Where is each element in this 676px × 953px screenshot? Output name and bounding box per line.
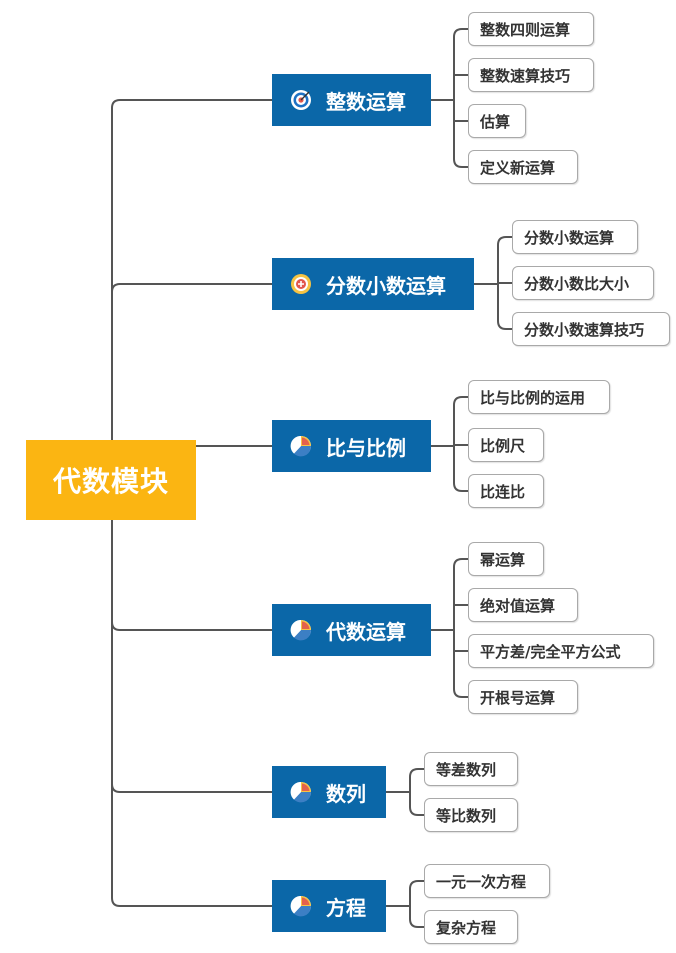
connector-line (409, 880, 424, 890)
branch-ratio-proportion[interactable]: 比与比例 (272, 420, 431, 472)
root-node[interactable]: 代数模块 (26, 440, 196, 520)
leaf-arithmetic-sequence[interactable]: 等差数列 (424, 752, 518, 786)
connector-line (497, 320, 512, 330)
leaf-complex-equation[interactable]: 复杂方程 (424, 910, 518, 944)
connector-line (111, 897, 272, 907)
connector-line (111, 99, 272, 109)
connector-line (497, 236, 512, 246)
leaf-label: 比连比 (480, 482, 526, 501)
pie-chart-icon (290, 895, 312, 917)
branch-fraction-decimal-ops[interactable]: 分数小数运算 (272, 258, 474, 310)
target-icon (290, 89, 312, 111)
leaf-integer-mental-math[interactable]: 整数速算技巧 (468, 58, 594, 92)
leaf-label: 估算 (480, 112, 511, 131)
connector-line (453, 158, 468, 168)
leaf-label: 整数速算技巧 (480, 66, 571, 85)
leaf-integer-arithmetic[interactable]: 整数四则运算 (468, 12, 594, 46)
connector-line (453, 482, 468, 492)
connector-line (111, 621, 272, 631)
branch-label: 分数小数运算 (326, 273, 446, 298)
leaf-linear-equation[interactable]: 一元一次方程 (424, 864, 550, 898)
leaf-fraction-decimal-ops[interactable]: 分数小数运算 (512, 220, 638, 254)
leaf-ratio-application[interactable]: 比与比例的运用 (468, 380, 610, 414)
leaf-geometric-sequence[interactable]: 等比数列 (424, 798, 518, 832)
branch-integer-ops[interactable]: 整数运算 (272, 74, 431, 126)
connector-line (111, 783, 272, 793)
connector-line (453, 396, 468, 406)
leaf-label: 平方差/完全平方公式 (480, 642, 621, 661)
leaf-label: 等比数列 (436, 806, 497, 825)
leaf-continued-ratio[interactable]: 比连比 (468, 474, 544, 508)
leaf-square-formulas[interactable]: 平方差/完全平方公式 (468, 634, 654, 668)
leaf-fraction-decimal-mental-math[interactable]: 分数小数速算技巧 (512, 312, 670, 346)
connector-line (409, 806, 424, 816)
leaf-scale[interactable]: 比例尺 (468, 428, 544, 462)
root-label: 代数模块 (52, 465, 169, 498)
leaf-root-ops[interactable]: 开根号运算 (468, 680, 578, 714)
badge-icon (290, 273, 312, 295)
branch-algebra-ops[interactable]: 代数运算 (272, 604, 431, 656)
branch-label: 比与比例 (326, 435, 406, 460)
leaf-label: 绝对值运算 (480, 596, 556, 615)
pie-chart-icon (290, 781, 312, 803)
branch-label: 方程 (326, 895, 366, 920)
leaf-fraction-decimal-compare[interactable]: 分数小数比大小 (512, 266, 654, 300)
leaf-label: 比例尺 (480, 436, 526, 455)
pie-chart-icon (290, 619, 312, 641)
connector-line (409, 768, 424, 778)
leaf-label: 比与比例的运用 (480, 388, 586, 407)
pie-chart-icon (290, 435, 312, 457)
leaf-label: 分数小数比大小 (524, 274, 630, 293)
leaf-label: 幂运算 (480, 550, 526, 569)
leaf-label: 分数小数运算 (524, 228, 615, 247)
branch-label: 代数运算 (326, 619, 406, 644)
leaf-label: 等差数列 (436, 760, 497, 779)
connector-line (111, 283, 272, 293)
leaf-label: 一元一次方程 (436, 872, 527, 891)
leaf-label: 开根号运算 (480, 688, 556, 707)
leaf-defined-operations[interactable]: 定义新运算 (468, 150, 578, 184)
branch-label: 整数运算 (326, 89, 406, 114)
leaf-label: 整数四则运算 (480, 20, 571, 39)
branch-equations[interactable]: 方程 (272, 880, 386, 932)
leaf-label: 分数小数速算技巧 (524, 320, 645, 339)
leaf-absolute-value-ops[interactable]: 绝对值运算 (468, 588, 578, 622)
connector-line (453, 558, 468, 568)
connector-line (409, 918, 424, 928)
connector-line (453, 688, 468, 698)
leaf-power-ops[interactable]: 幂运算 (468, 542, 544, 576)
leaf-label: 定义新运算 (480, 158, 556, 177)
leaf-estimation[interactable]: 估算 (468, 104, 526, 138)
connector-line (453, 28, 468, 38)
leaf-label: 复杂方程 (436, 918, 497, 937)
branch-label: 数列 (326, 781, 366, 806)
branch-sequences[interactable]: 数列 (272, 766, 386, 818)
